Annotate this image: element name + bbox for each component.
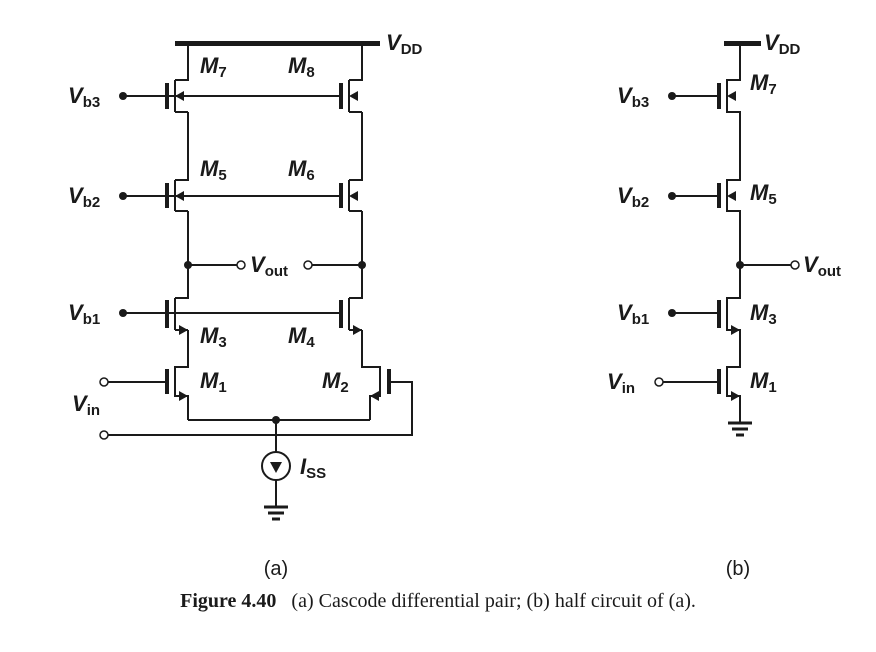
- pmos-arrow: [349, 91, 358, 101]
- pmos-arrow: [727, 91, 736, 101]
- vdd-label-a: VDD: [386, 30, 423, 58]
- pmos-arrow: [175, 191, 184, 201]
- m5-label-a: M5: [200, 156, 227, 184]
- vb3-label-b: Vb3: [617, 83, 649, 111]
- m7-label-b: M7: [750, 70, 777, 98]
- m5-label-b: M5: [750, 180, 777, 208]
- vout-terminal: [236, 260, 246, 270]
- figure-caption: Figure 4.40 (a) Cascode differential pai…: [0, 590, 876, 613]
- m3-label-b: M3: [750, 300, 777, 328]
- figure-caption-text: (a) Cascode differential pair; (b) half …: [291, 590, 696, 612]
- terminal-dot: [119, 92, 127, 100]
- terminal-dot: [668, 309, 676, 317]
- nmos-arrow: [731, 391, 740, 401]
- terminal-dot: [119, 309, 127, 317]
- pmos-arrow: [727, 191, 736, 201]
- m2-label: M2: [322, 368, 349, 396]
- open-terminals-b: [654, 260, 800, 387]
- m1-label-a: M1: [200, 368, 227, 396]
- m6-label: M6: [288, 156, 315, 184]
- vb1-label-a: Vb1: [68, 300, 100, 328]
- m3-label-a: M3: [200, 323, 227, 351]
- vin-terminal: [99, 430, 109, 440]
- m7-label-a: M7: [200, 53, 227, 81]
- open-terminals-a: [99, 260, 313, 440]
- terminal-dot: [119, 192, 127, 200]
- vin-terminal: [99, 377, 109, 387]
- node-dot: [184, 261, 192, 269]
- wires-b: [663, 41, 791, 437]
- m8-label: M8: [288, 53, 315, 81]
- pmos-arrow: [349, 191, 358, 201]
- vout-label-a: Vout: [250, 252, 288, 280]
- nodes-a: [119, 91, 379, 473]
- nmos-arrow: [731, 325, 740, 335]
- vdd-rail-a: [175, 41, 380, 46]
- current-arrow-icon: [270, 462, 282, 473]
- pmos-arrow: [175, 91, 184, 101]
- nodes-b: [668, 91, 744, 401]
- vout-terminal: [303, 260, 313, 270]
- m1-label-b: M1: [750, 368, 777, 396]
- vb2-label-a: Vb2: [68, 183, 100, 211]
- nmos-arrow: [179, 391, 188, 401]
- terminal-dot: [668, 192, 676, 200]
- vdd-rail-b: [724, 41, 761, 46]
- nmos-arrow: [353, 325, 362, 335]
- node-dot: [272, 416, 280, 424]
- vout-terminal: [790, 260, 800, 270]
- subfigure-label-b: (b): [726, 558, 750, 580]
- vdd-label-b: VDD: [764, 30, 801, 58]
- vb1-label-b: Vb1: [617, 300, 649, 328]
- subfigure-label-a: (a): [264, 558, 288, 580]
- nmos-arrow: [179, 325, 188, 335]
- vin-label-b: Vin: [607, 369, 635, 397]
- figure-number: Figure 4.40: [180, 590, 277, 612]
- vin-terminal: [654, 377, 664, 387]
- wires-a: [108, 41, 413, 521]
- node-dot: [358, 261, 366, 269]
- iss-label: ISS: [300, 454, 326, 482]
- nmos-arrow: [370, 391, 379, 401]
- vb2-label-b: Vb2: [617, 183, 649, 211]
- vin-label-a: Vin: [72, 391, 100, 419]
- vb3-label-a: Vb3: [68, 83, 100, 111]
- m4-label: M4: [288, 323, 315, 351]
- node-dot: [736, 261, 744, 269]
- vout-label-b: Vout: [803, 252, 841, 280]
- terminal-dot: [668, 92, 676, 100]
